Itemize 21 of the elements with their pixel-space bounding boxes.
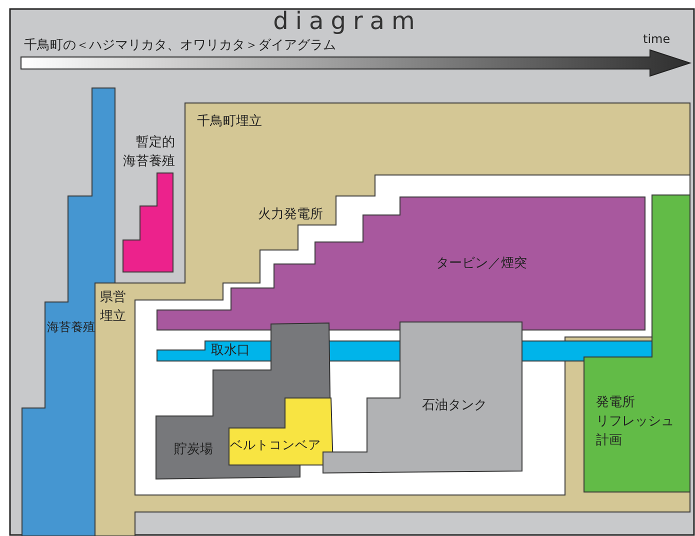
seaweed-farm-area (22, 88, 115, 536)
area-label: 発電所リフレッシュ計画 (596, 394, 674, 450)
area-label: 貯炭場 (174, 441, 213, 459)
coal-yard (156, 323, 331, 479)
axis-label: time (643, 31, 670, 48)
area-label: 県営埋立 (100, 289, 126, 326)
oil-tank-area (323, 322, 522, 473)
refresh-plan-area (584, 195, 690, 492)
conveyor-belt-area (229, 398, 333, 465)
area-label: 火力発電所 (258, 206, 323, 224)
area-label: タービン／煙突 (436, 255, 527, 273)
diagram-title: diagram (272, 8, 423, 34)
area-label: 取水口 (211, 342, 250, 360)
area-label: 千鳥町埋立 (197, 113, 262, 131)
area-label: 石油タンク (422, 397, 487, 415)
area-label: 海苔養殖 (47, 319, 95, 336)
area-label: 暫定的海苔養殖 (122, 134, 175, 171)
turbine-block (157, 197, 645, 330)
area-label: ベルトコンベア (230, 436, 321, 454)
reclaimed-land-area (95, 103, 690, 536)
diagram-subtitle: 千鳥町の＜ハジマリカタ、オワリカタ＞ダイアグラム (24, 37, 336, 55)
